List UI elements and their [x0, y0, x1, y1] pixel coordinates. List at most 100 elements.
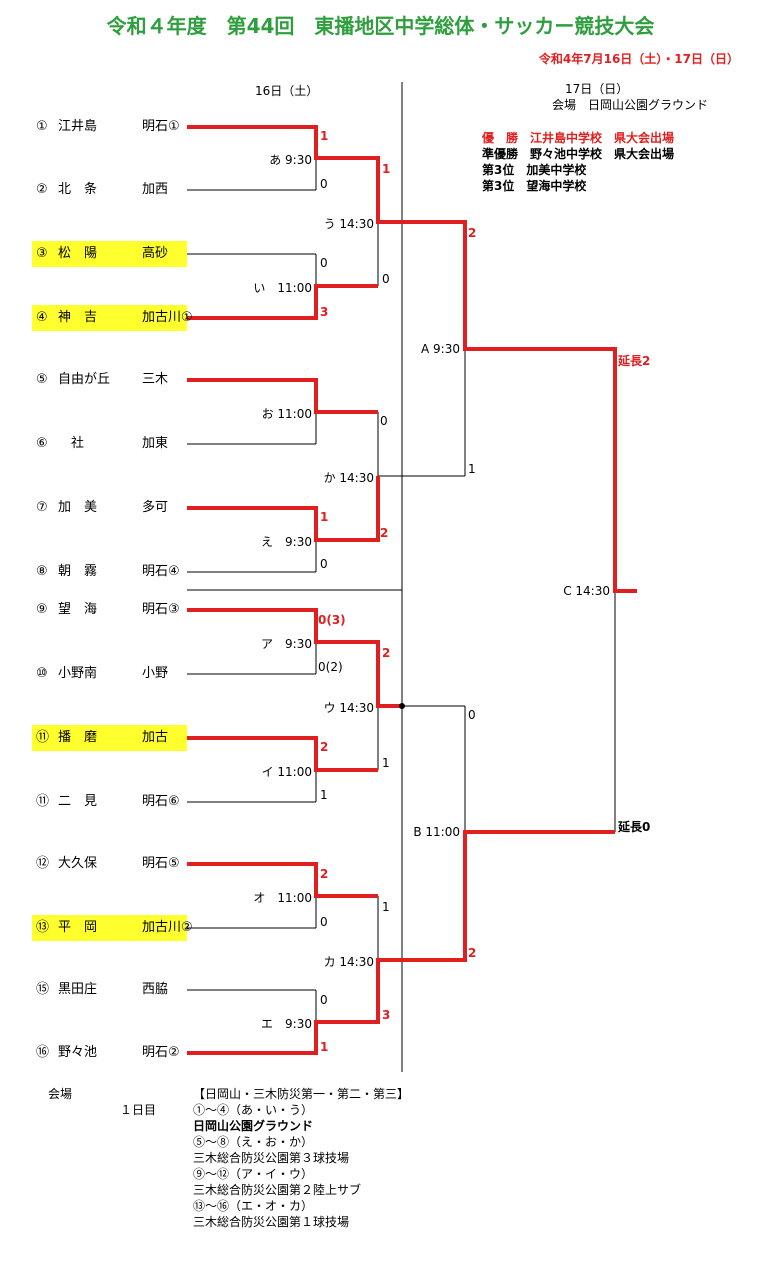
team-row: ⑮ 黒田庄 西脇	[32, 977, 187, 1003]
team-row: ⑩ 小野南 小野	[32, 661, 187, 687]
team-number: ⑪	[36, 794, 50, 809]
score: 2	[320, 867, 329, 881]
team-row: ⑧ 朝 霧 明石④	[32, 559, 187, 585]
match-label: ア 9:30	[261, 637, 312, 651]
result-runner-up: 準優勝 野々池中学校 県大会出場	[482, 147, 675, 161]
match-label: う 14:30	[323, 217, 374, 231]
team-name: 大久保	[58, 856, 98, 871]
team-number: ①	[36, 119, 48, 134]
match-label: エ 9:30	[261, 1017, 312, 1031]
path-kami	[187, 476, 380, 542]
date-range: 令和4年7月16日（土）・17日（日）	[538, 52, 739, 66]
score: 3	[382, 1008, 391, 1022]
score: 1	[320, 788, 328, 802]
team-name: 播 磨	[58, 730, 98, 745]
match-label: オ 11:00	[253, 891, 312, 905]
team-row: ⑫ 大久保 明石⑤	[32, 851, 187, 877]
team-row-highlighted: ⑬ 平 岡 加古川②	[32, 915, 193, 941]
path-boukai	[187, 608, 402, 708]
score: 延長0	[618, 820, 651, 834]
score: 0(3)	[318, 613, 346, 627]
team-name: 小野南	[58, 666, 98, 681]
path-jiyugaoka	[187, 378, 378, 414]
match-label: え 9:30	[261, 535, 312, 549]
team-row: ① 江井島 明石①	[32, 114, 187, 140]
team-name: 平 岡	[58, 920, 98, 935]
team-city: 明石⑥	[142, 794, 180, 809]
champion-path	[187, 125, 637, 593]
team-name: 北 条	[58, 182, 98, 197]
path-harima	[187, 736, 378, 772]
team-city: 明石⑤	[142, 856, 180, 871]
team-city: 加古	[142, 730, 169, 745]
team-city: 加東	[142, 436, 169, 451]
score: 1	[382, 900, 390, 914]
team-name: 神 吉	[58, 310, 98, 325]
score: 2	[382, 646, 391, 660]
team-number: ⑦	[36, 500, 48, 515]
team-city: 加古川②	[142, 920, 193, 935]
match-label: か 14:30	[323, 471, 374, 485]
match-label: A 9:30	[421, 342, 460, 356]
score: 0	[320, 557, 328, 571]
score: 1	[468, 462, 476, 476]
result-winner: 優 勝 江井島中学校 県大会出場	[482, 131, 675, 145]
team-row: ⑤ 自由が丘 三木	[32, 367, 187, 393]
team-city: 高砂	[142, 246, 169, 261]
score: 0	[320, 993, 328, 1007]
match-label: ウ 14:30	[323, 701, 374, 715]
score: 1	[382, 756, 390, 770]
team-name: 自由が丘	[58, 372, 111, 387]
team-name: 加 美	[58, 500, 98, 515]
score: 0(2)	[318, 660, 343, 674]
team-city: 明石①	[142, 119, 180, 134]
match-label: イ 11:00	[261, 765, 312, 779]
path-nonoike	[187, 830, 615, 1055]
match-label: B 11:00	[413, 825, 460, 839]
bracket-structure	[187, 82, 637, 1072]
team-name: 二 見	[58, 794, 98, 809]
score: 1	[320, 510, 329, 524]
team-row-highlighted: ④ 神 吉 加古川①	[32, 305, 193, 331]
team-row: ⑨ 望 海 明石③	[32, 597, 187, 623]
team-row: ⑪ 二 見 明石⑥	[32, 789, 187, 815]
score: 0	[382, 272, 390, 286]
team-name: 望 海	[58, 602, 98, 617]
team-name: 野々池	[58, 1045, 98, 1060]
score: 0	[380, 414, 388, 428]
team-name: 社	[58, 436, 85, 451]
team-city: 加西	[142, 182, 169, 197]
score: 1	[320, 129, 329, 143]
team-number: ⑥	[36, 436, 48, 451]
score: 1	[320, 1040, 329, 1054]
path-kanki	[187, 284, 378, 320]
team-city: 多可	[142, 500, 169, 515]
team-name: 朝 霧	[58, 564, 98, 579]
score: 延長2	[618, 354, 651, 368]
day2-header: 17日（日）	[565, 82, 629, 96]
team-row: ② 北 条 加西	[32, 177, 187, 203]
team-number: ⑤	[36, 372, 48, 387]
path-okubo	[187, 862, 378, 898]
team-name: 江井島	[58, 119, 98, 134]
score: 2	[468, 946, 477, 960]
match-label: あ 9:30	[269, 153, 312, 167]
team-city: 明石③	[142, 602, 180, 617]
team-city: 明石④	[142, 564, 180, 579]
result-third-2: 第3位 望海中学校	[482, 179, 587, 193]
team-city: 明石②	[142, 1045, 180, 1060]
score: 0	[320, 177, 328, 191]
team-number: ⑩	[36, 666, 48, 681]
junction-dot	[399, 703, 405, 709]
team-row: ⑦ 加 美 多可	[32, 495, 187, 521]
team-name: 松 陽	[58, 246, 98, 261]
team-city: 加古川①	[142, 310, 193, 325]
team-number: ②	[36, 182, 48, 197]
team-number: ⑬	[36, 920, 50, 935]
match-label: い 11:00	[253, 281, 312, 295]
team-number: ⑨	[36, 602, 48, 617]
score: 0	[468, 708, 476, 722]
team-number: ⑧	[36, 564, 48, 579]
score: 1	[382, 162, 391, 176]
score: 0	[320, 256, 328, 270]
